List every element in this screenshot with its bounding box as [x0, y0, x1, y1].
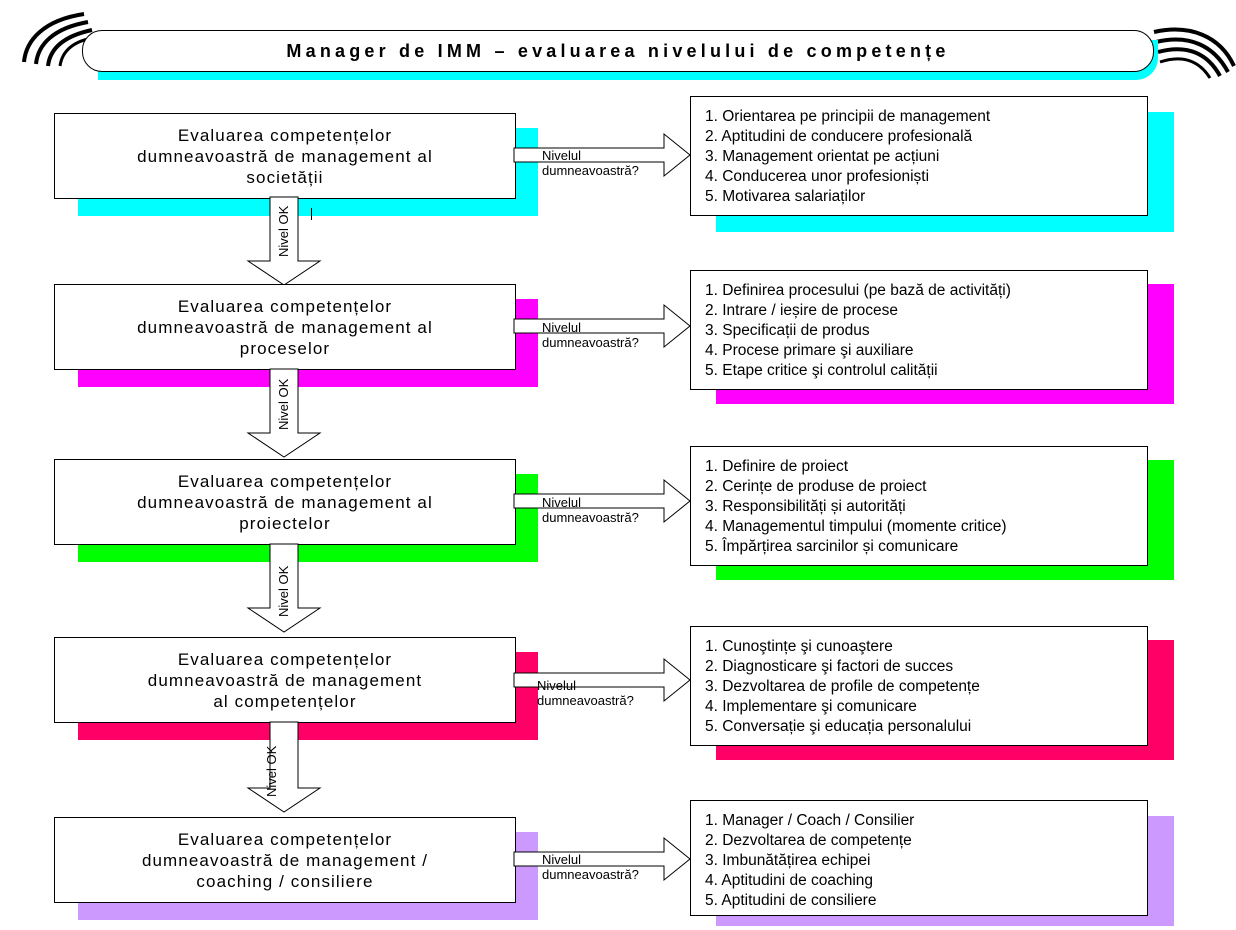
level-2-evaluation-box: Evaluarea competențelor dumneavoastră de… — [54, 284, 516, 370]
list-item: 4. Aptitudini de coaching — [705, 872, 874, 889]
level-1-evaluation-box: Evaluarea competențelor dumneavoastră de… — [54, 113, 516, 199]
list-item: 5. Aptitudini de consiliere — [705, 892, 877, 909]
list-item: 2. Dezvoltarea de competențe — [705, 832, 912, 849]
list-item: 2. Intrare / ieșire de procese — [705, 302, 898, 319]
level-1-down-arrow — [246, 196, 322, 286]
level-2-down-arrow — [246, 368, 322, 458]
list-item: 1. Manager / Coach / Consilier — [705, 812, 915, 829]
list-item: 1. Definirea procesului (pe bază de acti… — [705, 282, 1011, 299]
level-3-down-arrow — [246, 543, 322, 633]
list-item: 5. Conversație şi educația personalului — [705, 718, 972, 735]
list-item: 1. Cunoştințe şi cunoaştere — [705, 638, 893, 655]
level-1-right-arrow — [513, 132, 691, 178]
list-item: 5. Etape critice şi controlul calității — [705, 362, 938, 379]
level-4-right-arrow — [513, 657, 691, 703]
level-4-down-arrow — [246, 721, 322, 813]
list-item: 3. Specificații de produs — [705, 322, 870, 339]
level-5-evaluation-box: Evaluarea competențelor dumneavoastră de… — [54, 817, 516, 903]
level-5-competency-list: 1. Manager / Coach / Consilier 2. Dezvol… — [690, 800, 1148, 916]
level-1-ok-label: Nivel OK — [276, 205, 291, 257]
level-5-right-arrow — [513, 836, 691, 882]
level-4-question-label: Nivelul dumneavoastră? — [537, 678, 634, 708]
level-3-ok-label: Nivel OK — [276, 565, 291, 617]
level-3-evaluation-box: Evaluarea competențelor dumneavoastră de… — [54, 459, 516, 545]
list-item: 3. Responsibilități și autorități — [705, 498, 906, 515]
list-item: 2. Aptitudini de conducere profesională — [705, 128, 973, 145]
level-2-ok-label: Nivel OK — [276, 378, 291, 430]
level-3-question-label: Nivelul dumneavoastră? — [542, 495, 639, 525]
list-item: 5. Motivarea salariaților — [705, 188, 866, 205]
list-item: 2. Diagnosticare şi factori de succes — [705, 658, 954, 675]
level-2-question-label: Nivelul dumneavoastră? — [542, 320, 639, 350]
list-item: 2. Cerințe de produse de proiect — [705, 478, 927, 495]
list-item: 3. Management orientat pe acțiuni — [705, 148, 940, 165]
right-swoosh-decoration — [1153, 27, 1236, 79]
level-1-question-label: Nivelul dumneavoastră? — [542, 148, 639, 178]
level-2-right-arrow — [513, 303, 691, 349]
list-item: 5. Împărțirea sarcinilor și comunicare — [705, 538, 959, 555]
level-5-question-label: Nivelul dumneavoastră? — [542, 852, 639, 882]
page-title: Manager de IMM – evaluarea nivelului de … — [82, 30, 1154, 72]
level-3-competency-list: 1. Definire de proiect 2. Cerințe de pro… — [690, 446, 1148, 566]
list-item: 3. Imbunătățirea echipei — [705, 852, 871, 869]
level-4-competency-list: 1. Cunoştințe şi cunoaştere 2. Diagnosti… — [690, 626, 1148, 746]
list-item: 1. Definire de proiect — [705, 458, 849, 475]
list-item: 4. Implementare şi comunicare — [705, 698, 917, 715]
level-4-evaluation-box: Evaluarea competențelor dumneavoastră de… — [54, 637, 516, 723]
list-item: 4. Conducerea unor profesioniști — [705, 168, 930, 185]
list-item: 1. Orientarea pe principii de management — [705, 108, 991, 125]
list-item: 4. Procese primare şi auxiliare — [705, 342, 914, 359]
level-2-competency-list: 1. Definirea procesului (pe bază de acti… — [690, 270, 1148, 390]
list-item: 3. Dezvoltarea de profile de competențe — [705, 678, 980, 695]
stray-mark — [311, 208, 312, 220]
level-3-right-arrow — [513, 478, 691, 524]
left-swoosh-decoration — [22, 12, 93, 67]
level-4-ok-label: Nivel OK — [264, 745, 279, 797]
list-item: 4. Managementul timpului (momente critic… — [705, 518, 1007, 535]
level-1-competency-list: 1. Orientarea pe principii de management… — [690, 96, 1148, 216]
